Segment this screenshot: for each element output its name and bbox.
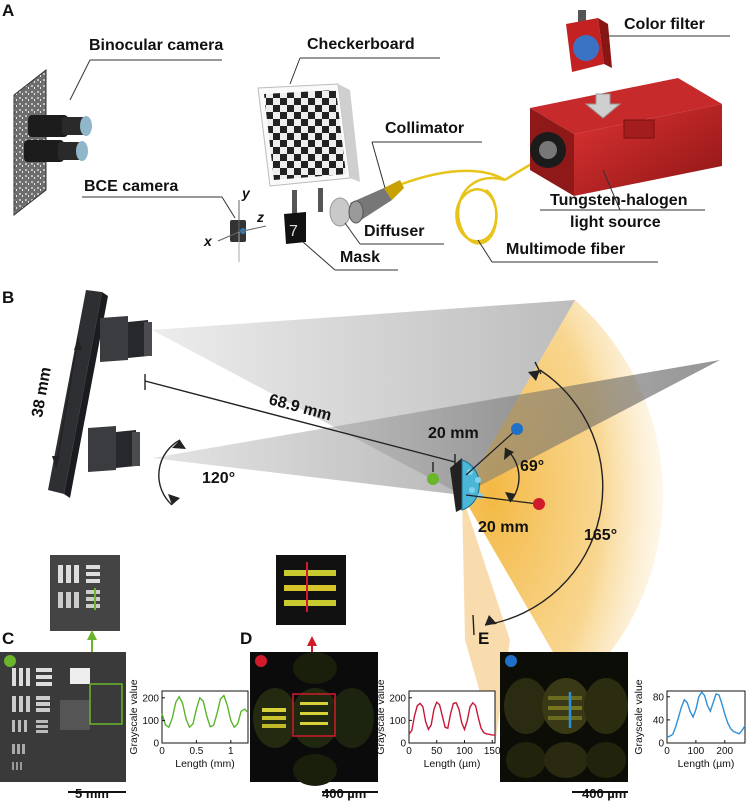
label-diffuser: Diffuser: [364, 223, 424, 240]
x-tick-label: 150: [484, 746, 501, 757]
image-d-fluorescence: [250, 652, 378, 786]
fov-angle-arc: [484, 369, 604, 626]
light-source-illustration: [530, 78, 722, 196]
mask-illustration: 7: [284, 188, 323, 244]
top-radius-label: 20 mm: [428, 425, 479, 442]
x-tick-label: 100: [688, 746, 705, 757]
axis-z-label: z: [256, 209, 264, 225]
bce-camera-hemisphere: [450, 458, 483, 512]
label-mask: Mask: [340, 249, 380, 266]
red-marker: [533, 498, 545, 510]
blue-marker: [511, 423, 523, 435]
x-tick-label: 200: [716, 746, 733, 757]
y-tick-label: 200: [389, 693, 406, 704]
x-tick-label: 0: [664, 746, 670, 757]
label-tungsten-line2: light source: [570, 214, 661, 231]
label-collimator: Collimator: [385, 120, 464, 137]
binocular-camera-illustration: [13, 68, 92, 217]
lower-camera-beam: [152, 360, 720, 495]
green-marker: [427, 473, 439, 485]
checkerboard-illustration: [257, 83, 360, 187]
y-axis-label: Grayscale value: [128, 679, 140, 754]
fov-angle-label: 165°: [584, 527, 617, 544]
binocular-camera-side-view: [48, 290, 152, 498]
panel-label-a: A: [2, 1, 14, 20]
series-line: [408, 701, 496, 736]
inset-d-zoom: [276, 555, 346, 625]
color-filter-illustration: [566, 10, 612, 72]
x-axis-label: Length (µm): [424, 758, 481, 770]
baseline-dimension-label: 38 mm: [29, 366, 55, 419]
label-multimode-fiber: Multimode fiber: [506, 241, 625, 258]
scale-bar-d-label: 400 µm: [322, 786, 366, 801]
x-tick-label: 1: [228, 746, 234, 757]
y-tick-label: 100: [142, 716, 159, 727]
y-tick-label: 40: [653, 715, 665, 726]
diffuser-illustration: [329, 197, 351, 227]
label-checkerboard: Checkerboard: [307, 36, 415, 53]
image-c-resolution-target: [0, 652, 126, 782]
scale-bar-e-label: 400 µm: [582, 786, 626, 801]
y-tick-label: 80: [653, 692, 665, 703]
y-axis-label: Grayscale value: [375, 679, 387, 754]
bce-camera-illustration: [217, 200, 267, 262]
x-tick-label: 0: [406, 746, 412, 757]
panel-label-d: D: [240, 629, 252, 648]
plot-frame: [161, 690, 249, 744]
axis-y-label: y: [241, 185, 251, 201]
collimator-illustration: [348, 180, 404, 224]
x-tick-label: 50: [431, 746, 443, 757]
x-tick-label: 100: [456, 746, 473, 757]
panel-label-b: B: [2, 288, 14, 307]
series-line: [161, 694, 249, 729]
inset-c-zoom: [50, 555, 120, 631]
panel-label-c: C: [2, 629, 14, 648]
y-tick-label: 0: [400, 739, 406, 750]
scale-bar-c-label: 5 mm: [75, 786, 109, 801]
y-tick-label: 200: [142, 693, 159, 704]
distance-dimension-line: [144, 380, 456, 463]
x-axis-label: Length (µm): [678, 758, 735, 770]
baseline-dimension-line: [55, 337, 79, 469]
label-bce-camera: BCE camera: [84, 178, 178, 195]
y-tick-label: 100: [389, 716, 406, 727]
x-tick-label: 0: [159, 746, 165, 757]
image-e-fluorescence: [500, 652, 628, 782]
label-binocular-camera: Binocular camera: [89, 37, 223, 54]
fov-projection-to-d: [462, 495, 510, 745]
x-tick-label: 0.5: [189, 746, 203, 757]
bottom-radius-label: 20 mm: [478, 519, 529, 536]
y-axis-label: Grayscale value: [633, 679, 645, 754]
axis-x-label: x: [203, 233, 213, 249]
x-axis-label: Length (mm): [175, 758, 235, 770]
binocular-angle-arc: [158, 439, 181, 506]
y-tick-label: 0: [153, 739, 159, 750]
panel-label-e: E: [478, 629, 489, 648]
label-tungsten-line1: Tungsten-halogen: [550, 192, 687, 209]
plot-frame: [408, 690, 496, 744]
svg-text:7: 7: [289, 223, 298, 240]
series-line: [666, 691, 746, 738]
inner-angle-label: 69°: [520, 458, 544, 475]
label-color-filter: Color filter: [624, 16, 705, 33]
y-tick-label: 0: [658, 739, 664, 750]
binocular-angle-label: 120°: [202, 470, 235, 487]
